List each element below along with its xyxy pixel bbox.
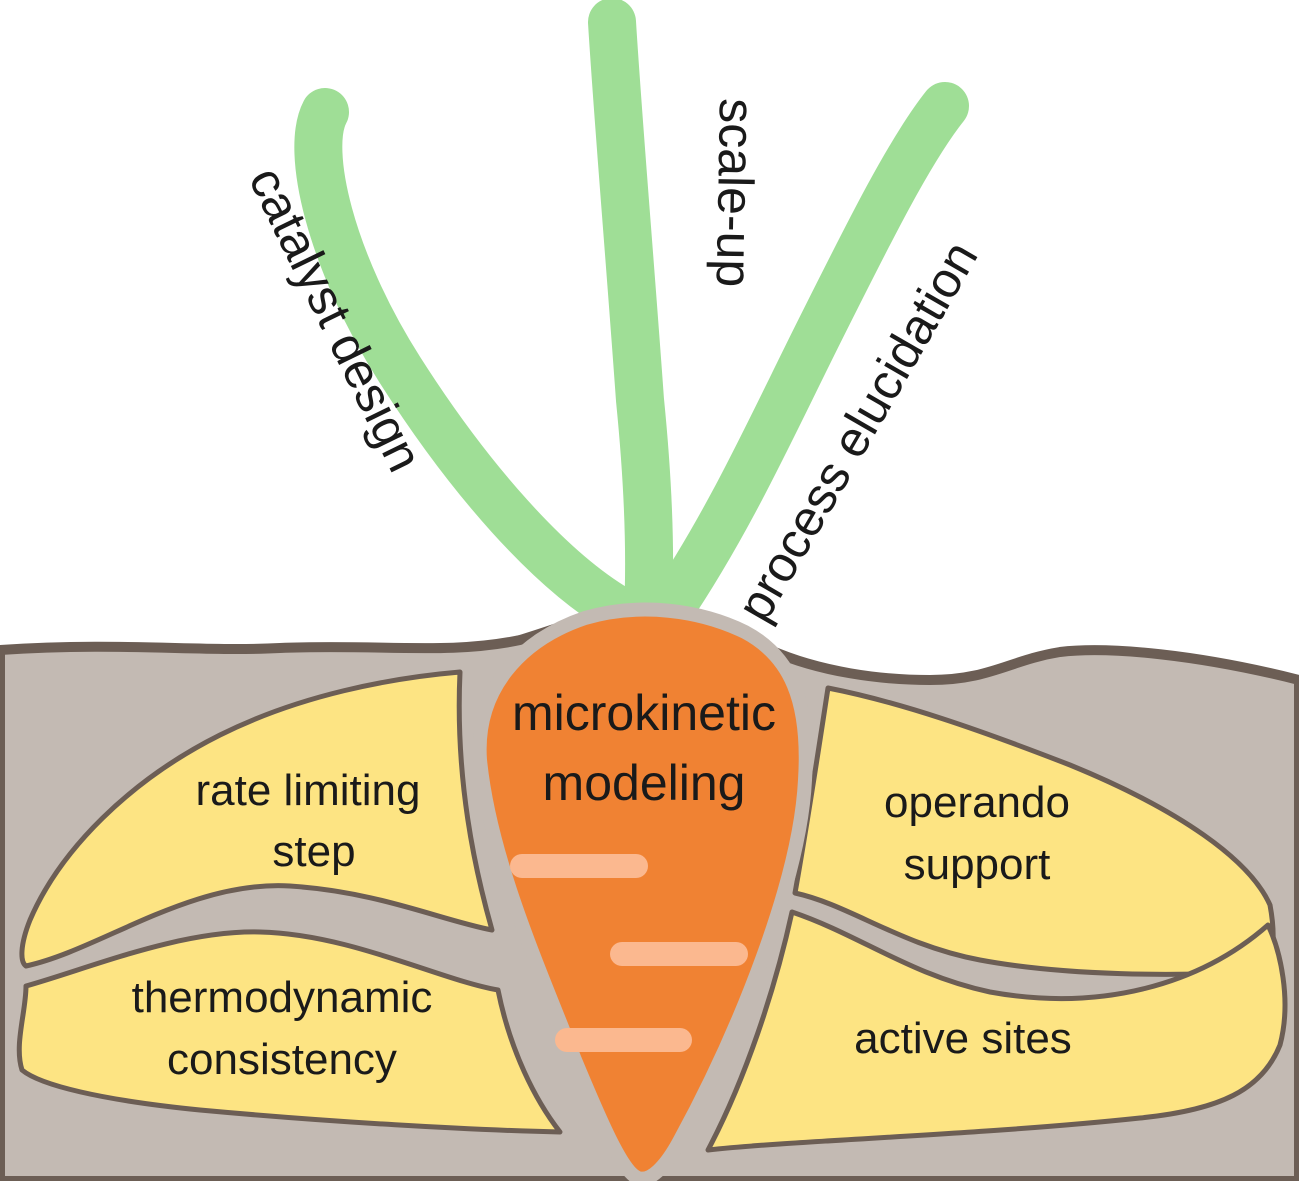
rock-label-operando: operando xyxy=(884,778,1070,827)
leaf-left xyxy=(294,88,642,634)
rock-label-support: support xyxy=(904,840,1051,889)
carrot-root xyxy=(472,602,813,1181)
rock-label-thermodynamic: thermodynamic xyxy=(132,973,433,1022)
rock-label-consistency: consistency xyxy=(167,1035,397,1084)
carrot-label-line1: microkinetic xyxy=(512,685,776,741)
rock-bottom-right xyxy=(705,909,1288,1153)
carrot-label-line2: modeling xyxy=(543,755,746,811)
rock-bottom-left xyxy=(16,929,563,1135)
rock-top-left xyxy=(19,669,495,969)
leaf-right xyxy=(644,82,969,636)
rock-label-rate-limiting: rate limiting xyxy=(196,766,421,815)
leaf-middle xyxy=(588,0,674,636)
rock-label-step: step xyxy=(272,827,355,876)
carrot-stripes xyxy=(510,854,748,1052)
rock-label-active-sites: active sites xyxy=(854,1014,1072,1063)
leaf-label-scale-up: scale-up xyxy=(706,98,765,288)
carrot-leaves xyxy=(294,0,969,636)
